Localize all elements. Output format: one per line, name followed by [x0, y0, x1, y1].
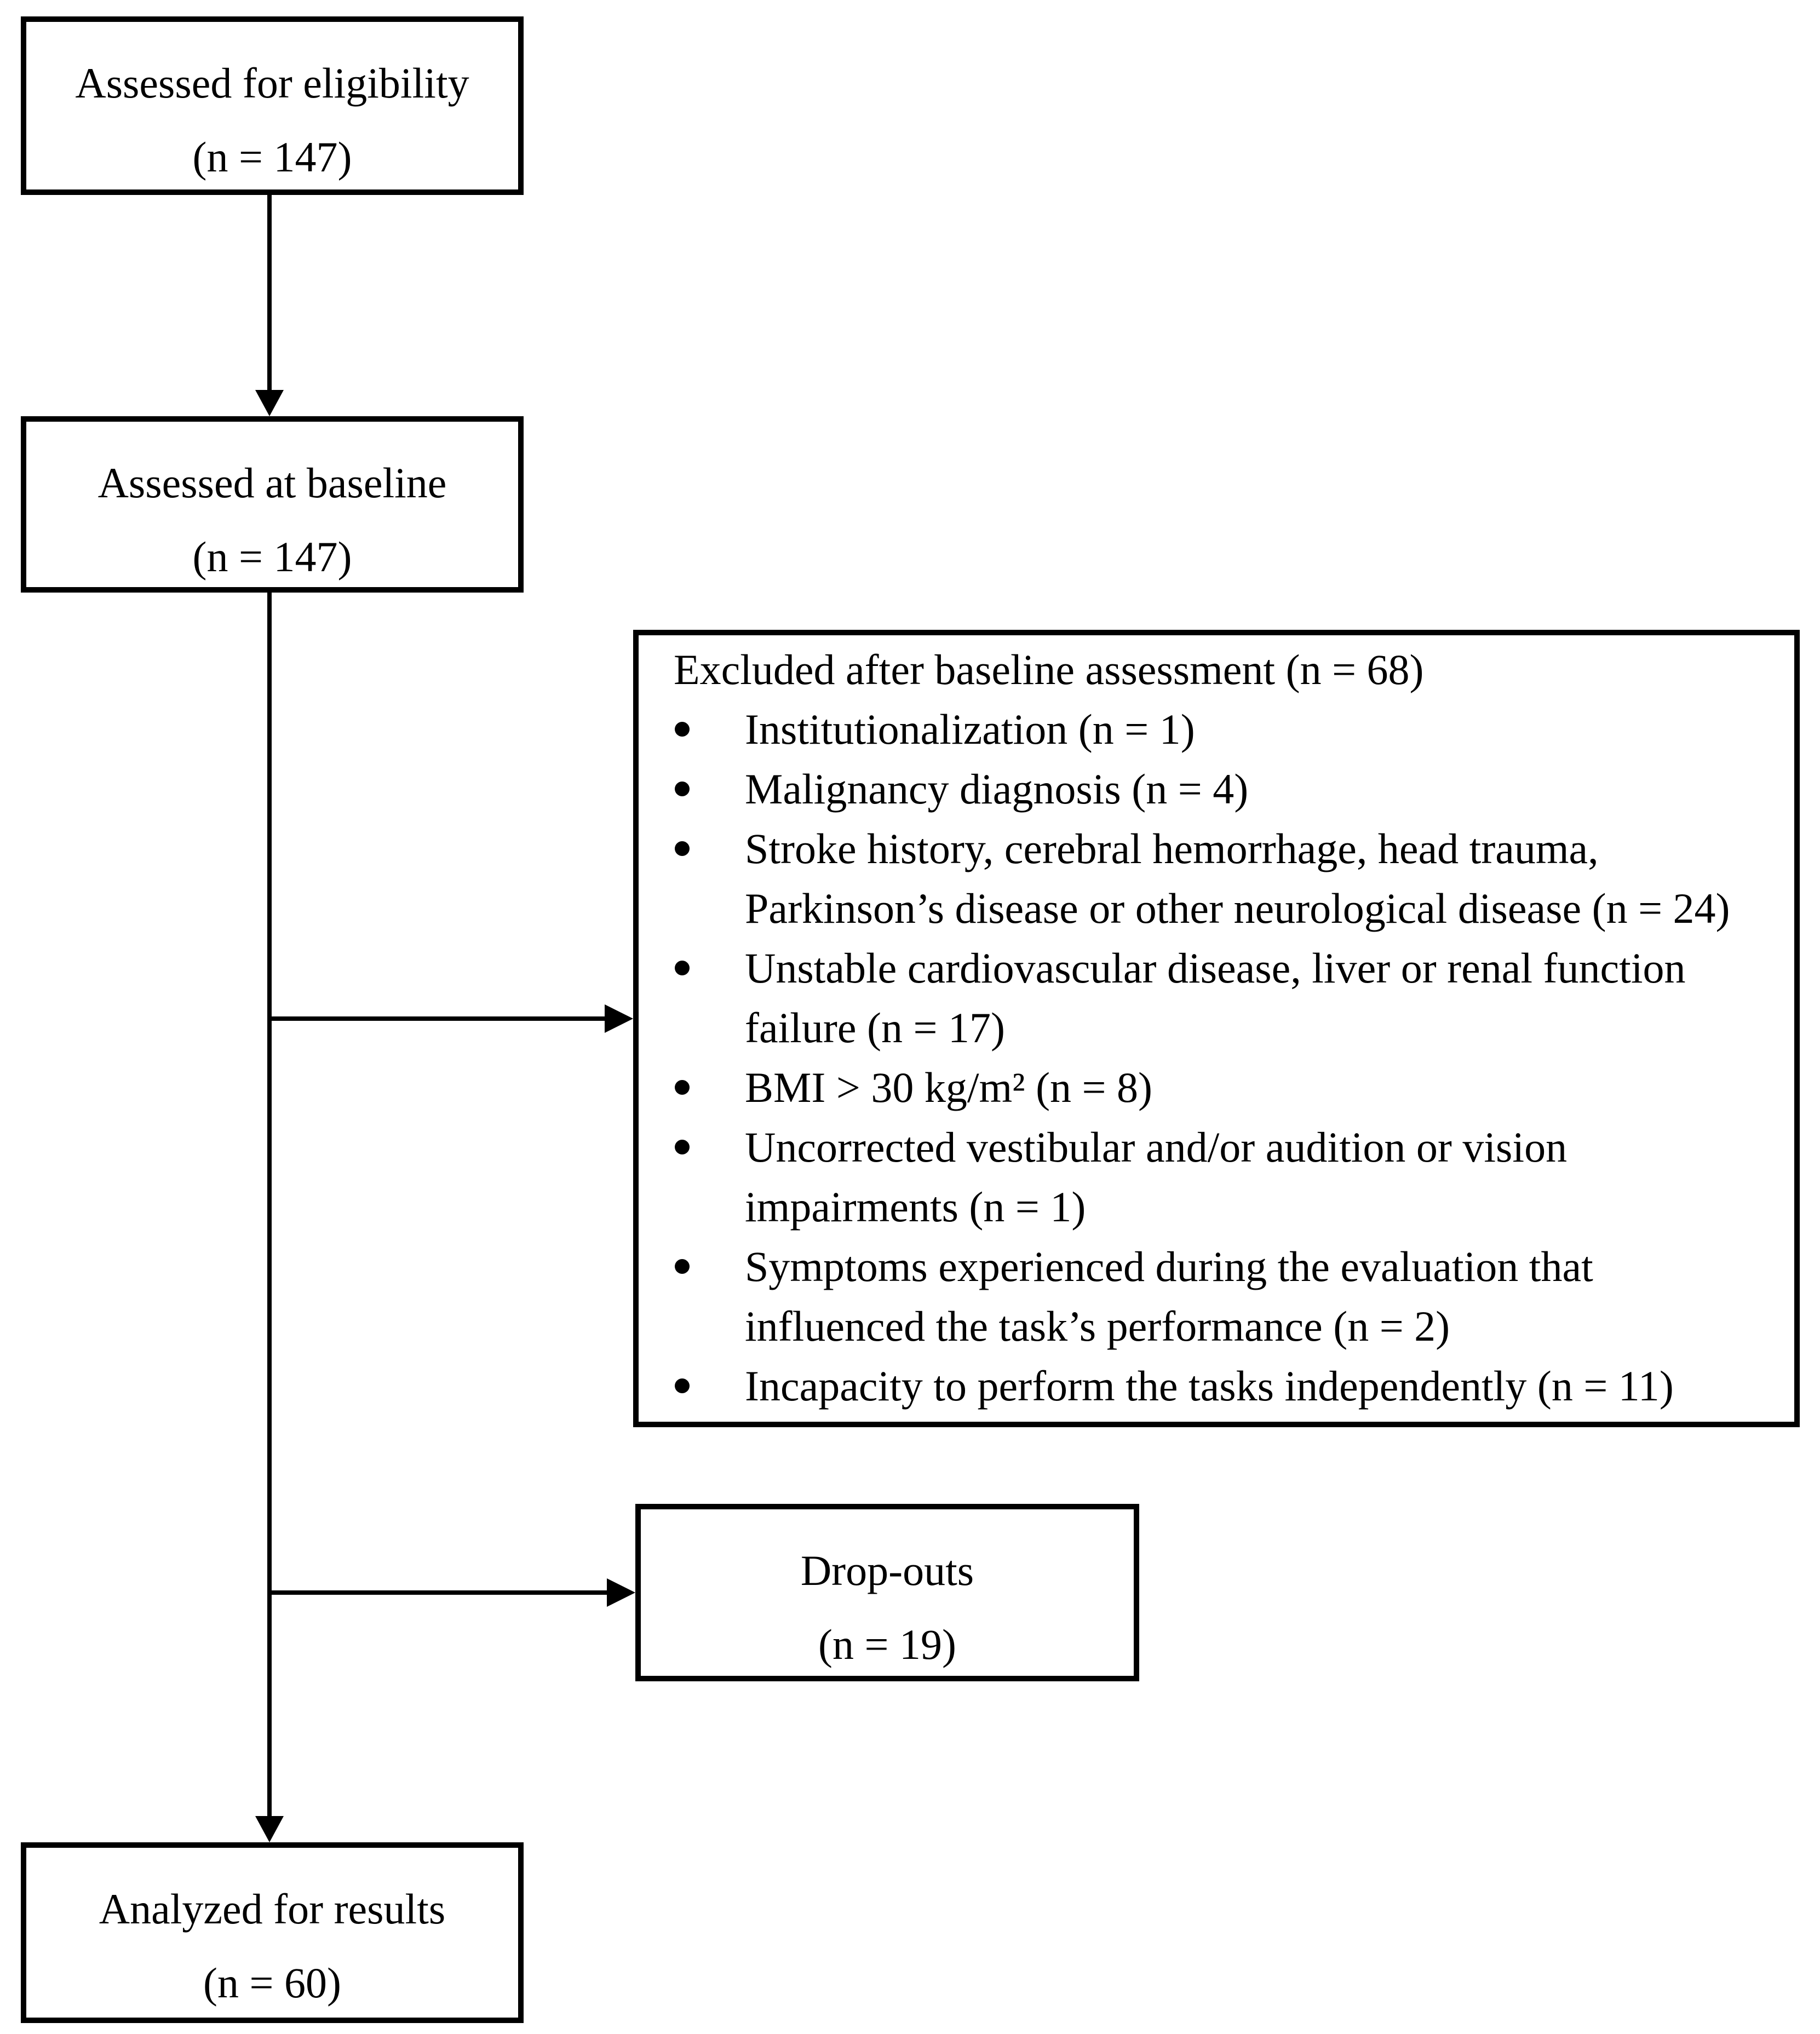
box-analyzed-for-results-label: Analyzed for results: [99, 1885, 446, 1933]
excluded-reason-item: Stroke history, cerebral hemorrhage, hea…: [674, 819, 1778, 938]
excluded-reason-item: Uncorrected vestibular and/or audition o…: [674, 1117, 1778, 1237]
box-assessed-at-baseline: Assessed at baseline (n = 147): [21, 416, 524, 593]
connector-to-dropouts: [269, 1590, 607, 1595]
excluded-content: Excluded after baseline assessment (n = …: [639, 635, 1794, 1416]
arrowhead-right-icon: [607, 1578, 635, 1607]
excluded-reason-item: Symptoms experienced during the evaluati…: [674, 1237, 1778, 1356]
excluded-reason-item: Incapacity to perform the tasks independ…: [674, 1356, 1778, 1416]
excluded-title: Excluded after baseline assessment (n = …: [674, 646, 1424, 693]
excluded-reason-item: BMI > 30 kg/m² (n = 8): [674, 1058, 1778, 1117]
box-excluded-after-baseline: Excluded after baseline assessment (n = …: [633, 630, 1800, 1427]
excluded-reason-item: Institutionalization (n = 1): [674, 699, 1778, 759]
arrowhead-down-icon: [255, 1816, 284, 1842]
excluded-reasons-list: Institutionalization (n = 1)Malignancy d…: [674, 699, 1778, 1416]
box-assessed-for-eligibility: Assessed for eligibility (n = 147): [21, 16, 524, 195]
box-assessed-at-baseline-label: Assessed at baseline: [97, 459, 447, 507]
box-analyzed-for-results-count: (n = 60): [203, 1959, 341, 2007]
box-analyzed-for-results: Analyzed for results (n = 60): [21, 1842, 524, 2023]
connector-baseline-to-analyzed: [267, 593, 272, 1816]
box-assessed-at-baseline-count: (n = 147): [192, 533, 352, 581]
connector-eligibility-to-baseline: [267, 195, 272, 390]
connector-to-excluded: [269, 1016, 605, 1021]
arrowhead-down-icon: [255, 390, 284, 416]
box-dropouts: Drop-outs (n = 19): [635, 1504, 1139, 1681]
excluded-reason-item: Unstable cardiovascular disease, liver o…: [674, 938, 1778, 1058]
box-dropouts-label: Drop-outs: [800, 1547, 974, 1594]
box-assessed-for-eligibility-count: (n = 147): [192, 133, 352, 181]
box-assessed-for-eligibility-label: Assessed for eligibility: [75, 59, 469, 107]
arrowhead-right-icon: [605, 1004, 633, 1033]
box-dropouts-count: (n = 19): [818, 1621, 956, 1668]
excluded-reason-item: Malignancy diagnosis (n = 4): [674, 759, 1778, 819]
